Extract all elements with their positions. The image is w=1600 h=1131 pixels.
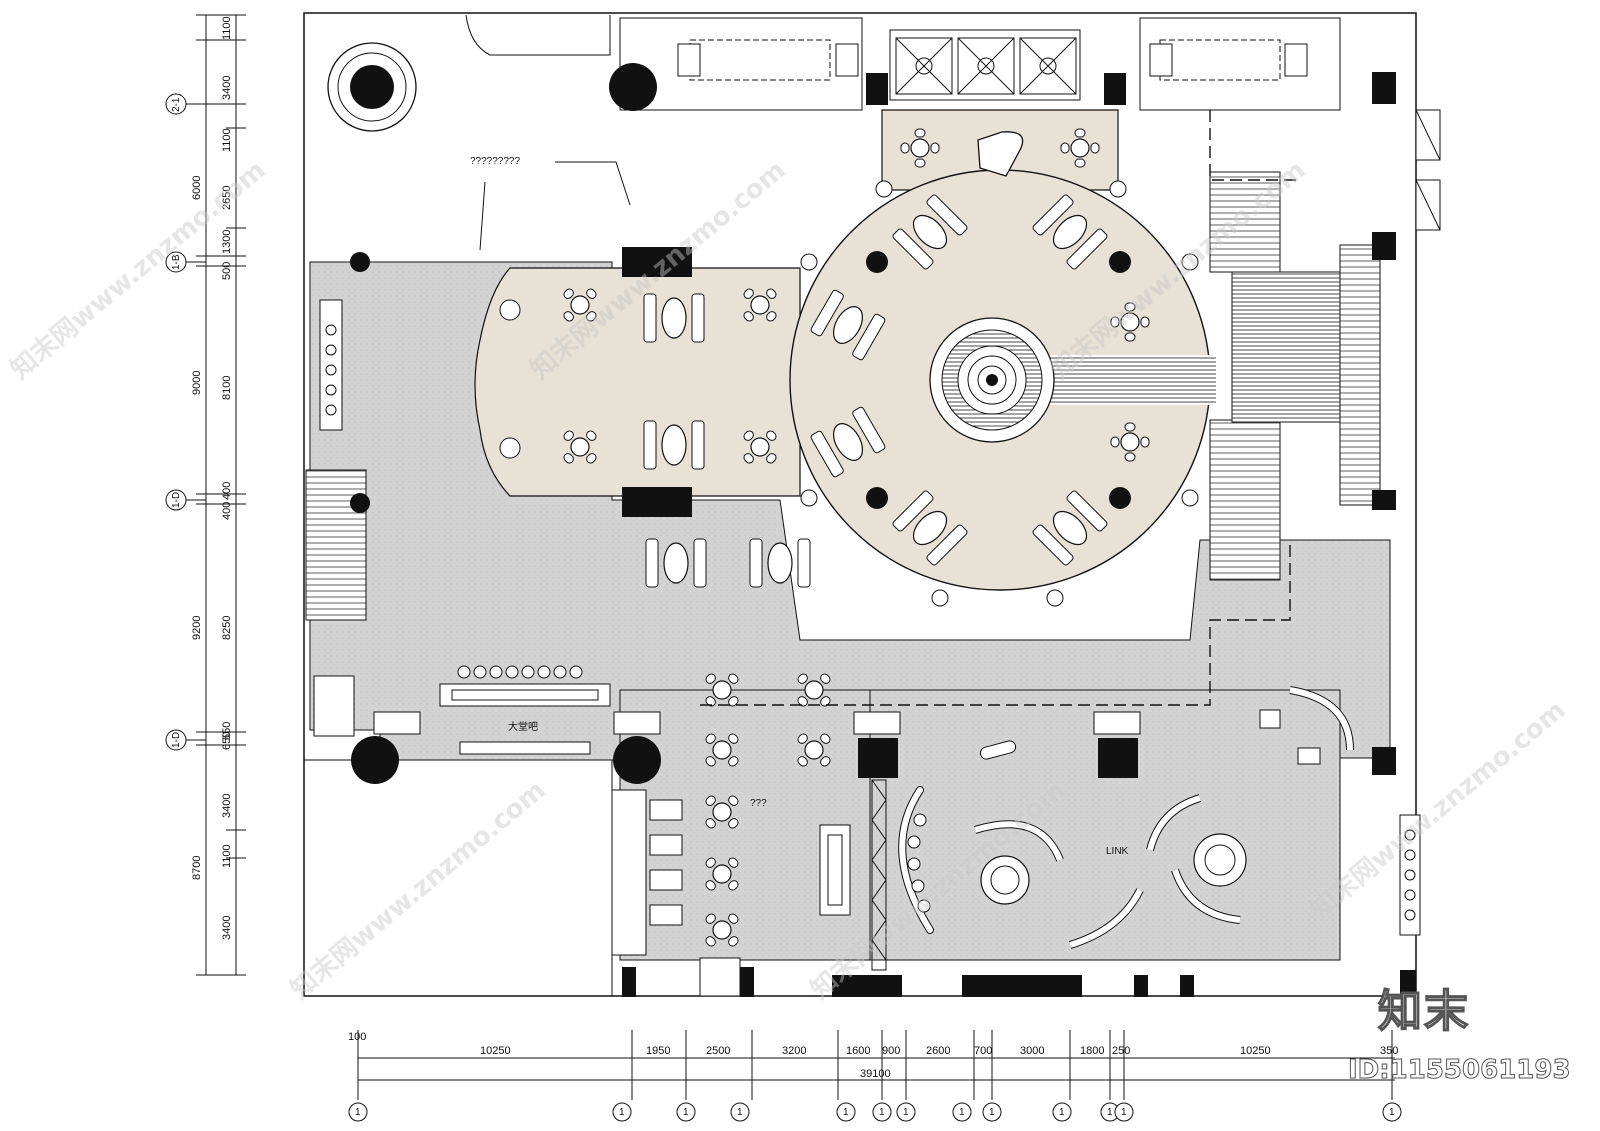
grand-piano-icon <box>977 131 1024 177</box>
grid-bottom-7: 1 <box>959 1107 965 1118</box>
dim-left-outer-5: 400 <box>221 502 233 520</box>
left-stair <box>305 469 367 621</box>
stair-upper <box>1209 171 1281 273</box>
dim-left-inner-5: 8250 <box>221 616 233 640</box>
stair-lower <box>1209 419 1281 581</box>
grid-bottom-12: 1 <box>1389 1107 1395 1118</box>
truss <box>871 779 887 971</box>
dim-bottom-6: 900 <box>882 1045 900 1057</box>
bar-counter <box>439 665 611 755</box>
link-label: LINK <box>1106 846 1129 857</box>
grid-left-1: 1-B <box>171 254 182 270</box>
dim-bottom-13: 350 <box>1380 1045 1398 1057</box>
dim-left-inner-4: 400 <box>221 482 233 500</box>
dim-left-inner-6: 650 <box>221 732 233 750</box>
dim-bottom-8: 700 <box>974 1045 992 1057</box>
grid-bottom-1: 1 <box>619 1107 625 1118</box>
dim-left-outer-7: 550 <box>221 722 233 740</box>
grid-bottom-5: 1 <box>879 1107 885 1118</box>
dim-left-outer-9: 3400 <box>221 916 233 940</box>
link-floor <box>869 689 1341 961</box>
grid-bottom-6: 1 <box>903 1107 909 1118</box>
side-stair <box>1339 244 1381 506</box>
grid-bottom-11: 1 <box>1121 1107 1127 1118</box>
dim-left-inner-2: 1300 <box>221 230 233 254</box>
grid-bottom-0: 1 <box>355 1107 361 1118</box>
round-table-left <box>980 855 1030 905</box>
elevator-car-1 <box>895 37 953 95</box>
dim-left-inner-8: 1100 <box>221 844 233 868</box>
dim-left-outer-4: 9000 <box>191 371 203 395</box>
dim-bottom-5: 1600 <box>846 1045 870 1057</box>
dimension-left <box>196 14 246 976</box>
dim-left-inner-7: 3400 <box>221 794 233 818</box>
dimension-bottom: 100 10250 1950 2500 3200 1600 900 2600 7… <box>348 1030 1398 1100</box>
dim-left-outer-1: 3400 <box>221 76 233 100</box>
columns <box>350 63 1396 784</box>
grid-left <box>165 93 206 751</box>
grid-bottom-4: 1 <box>843 1107 849 1118</box>
dim-left-outer-0: 1100 <box>221 128 233 152</box>
dim-bottom-0: 100 <box>348 1031 366 1043</box>
dim-bottom-1: 10250 <box>480 1045 511 1057</box>
dim-bottom-4: 3200 <box>782 1045 806 1057</box>
dim-bottom-7: 2600 <box>926 1045 950 1057</box>
grid-left-3: 1-D <box>171 732 182 748</box>
dim-left-inner-1: 2650 <box>221 186 233 210</box>
image-id: ID:1155061193 <box>1348 1055 1572 1086</box>
dim-bottom-12: 10250 <box>1240 1045 1271 1057</box>
dim-bottom-11: 250 <box>1112 1045 1130 1057</box>
grid-left-0: 2-1 <box>171 97 182 112</box>
dim-left-inner-3: 8100 <box>221 376 233 400</box>
grid-bottom-8: 1 <box>989 1107 995 1118</box>
dim-total: 39100 <box>860 1068 891 1080</box>
dim-bottom-9: 3000 <box>1020 1045 1044 1057</box>
dining-spine <box>474 267 801 497</box>
bar-note: ??? <box>750 798 767 809</box>
grid-bottom <box>348 1102 1402 1122</box>
grid-bottom-10: 1 <box>1107 1107 1113 1118</box>
dim-bottom-10: 1800 <box>1080 1045 1104 1057</box>
dim-left-outer-6: 9200 <box>191 616 203 640</box>
rotunda-pillars <box>866 251 1131 509</box>
grid-bottom-2: 1 <box>683 1107 689 1118</box>
round-table-right <box>1193 833 1247 887</box>
elevator-car-2 <box>957 37 1015 95</box>
dim-left-outer-8: 8700 <box>191 856 203 880</box>
dim-bottom-2: 1950 <box>646 1045 670 1057</box>
counter-label: 大堂吧 <box>508 720 538 733</box>
grid-bottom-9: 1 <box>1059 1107 1065 1118</box>
dim-left-outer-2: 6000 <box>191 176 203 200</box>
grid-left-2: 1-D <box>171 492 182 508</box>
brand-logo: 知末 <box>1377 985 1470 1038</box>
grid-bottom-3: 1 <box>737 1107 743 1118</box>
top-note: ????????? <box>470 156 520 167</box>
dim-bottom-3: 2500 <box>706 1045 730 1057</box>
elevator-car-3 <box>1019 37 1077 95</box>
dim-left-outer-3: 500 <box>221 262 233 280</box>
dim-left-inner-0: 1100 <box>221 16 233 40</box>
